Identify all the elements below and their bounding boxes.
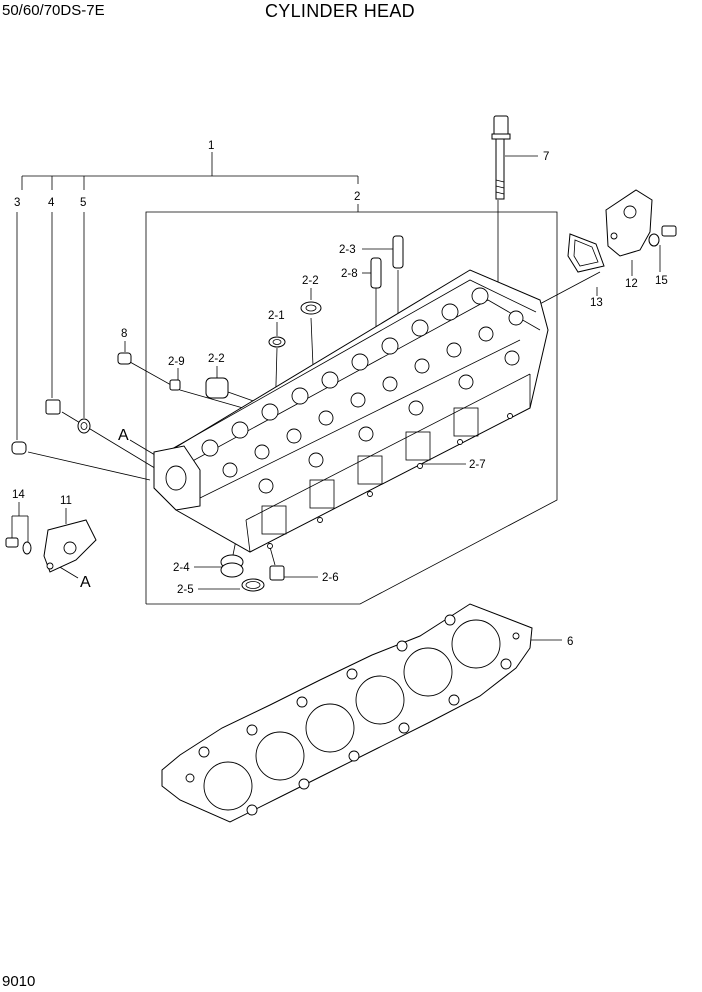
reference-a-top: A: [118, 427, 129, 444]
seals-top: [117, 301, 322, 399]
callout-6: 6: [567, 636, 573, 648]
callout-3: 3: [14, 197, 20, 209]
callout-2-9: 2-9: [168, 356, 185, 368]
dowel-pins: [370, 235, 404, 289]
lifting-bracket-front: [5, 519, 97, 573]
callout-4: 4: [48, 197, 55, 209]
callout-2-2-top: 2-2: [302, 275, 319, 287]
cylinder-head: [153, 269, 549, 553]
callout-12: 12: [625, 278, 638, 290]
head-gasket: [161, 603, 533, 823]
callout-2-2-left: 2-2: [208, 353, 225, 365]
page-title: CYLINDER HEAD: [265, 1, 415, 21]
model-number: 50/60/70DS-7E: [2, 2, 105, 19]
callout-15: 15: [655, 275, 668, 287]
seals-bottom: [220, 554, 285, 592]
callout-13: 13: [590, 297, 603, 309]
callout-2-6: 2-6: [322, 572, 339, 584]
reference-a-bottom: A: [80, 574, 91, 591]
plugs-left: [11, 399, 91, 455]
callout-8: 8: [121, 328, 127, 340]
callout-1: 1: [208, 140, 214, 152]
page-number: 9010: [2, 973, 35, 990]
callout-2-5: 2-5: [177, 584, 194, 596]
callout-2-1: 2-1: [268, 310, 285, 322]
lifting-bracket-rear: [567, 189, 677, 273]
head-bolt: [491, 115, 511, 200]
callout-14: 14: [12, 489, 25, 501]
callout-2-7: 2-7: [469, 459, 486, 471]
callout-5: 5: [80, 197, 86, 209]
callout-2: 2: [354, 191, 360, 203]
callout-11: 11: [60, 495, 72, 507]
callout-2-8: 2-8: [341, 268, 358, 280]
assembly-outline: [145, 211, 558, 605]
callout-2-4: 2-4: [173, 562, 190, 574]
callout-7: 7: [543, 151, 549, 163]
callout-2-3: 2-3: [339, 244, 356, 256]
